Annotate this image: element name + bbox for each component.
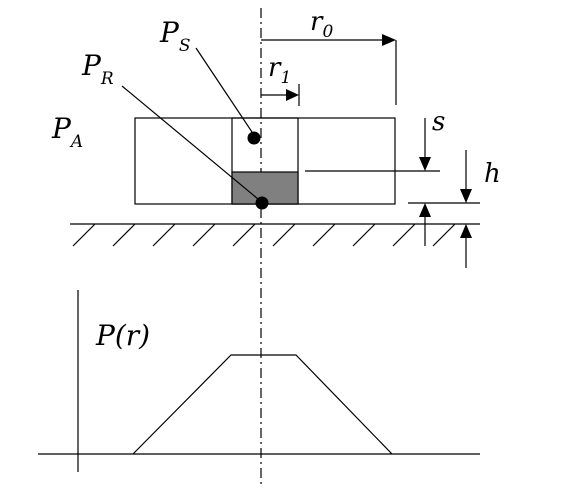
label-pr-function: P(r)	[95, 319, 150, 352]
label-r0: r0	[310, 7, 333, 42]
label-pr: PR	[81, 49, 114, 89]
r0-dimension	[261, 34, 397, 105]
label-s: s	[432, 107, 445, 137]
pressure-profile-curve	[132, 354, 393, 455]
label-pa: PA	[51, 112, 83, 152]
leader-ps	[195, 47, 253, 133]
ground-hatching	[72, 223, 456, 247]
gap-arrow-left	[419, 203, 431, 246]
label-h: h	[484, 159, 501, 189]
gap-arrow-right	[460, 224, 472, 268]
label-ps: PS	[159, 16, 191, 56]
s-dimension	[419, 118, 431, 171]
label-r1: r1	[268, 53, 291, 88]
h-dimension	[460, 150, 472, 203]
leader-pr	[121, 85, 259, 200]
r1-dimension	[261, 84, 300, 106]
point-ps	[247, 131, 261, 145]
point-pr	[255, 196, 269, 210]
